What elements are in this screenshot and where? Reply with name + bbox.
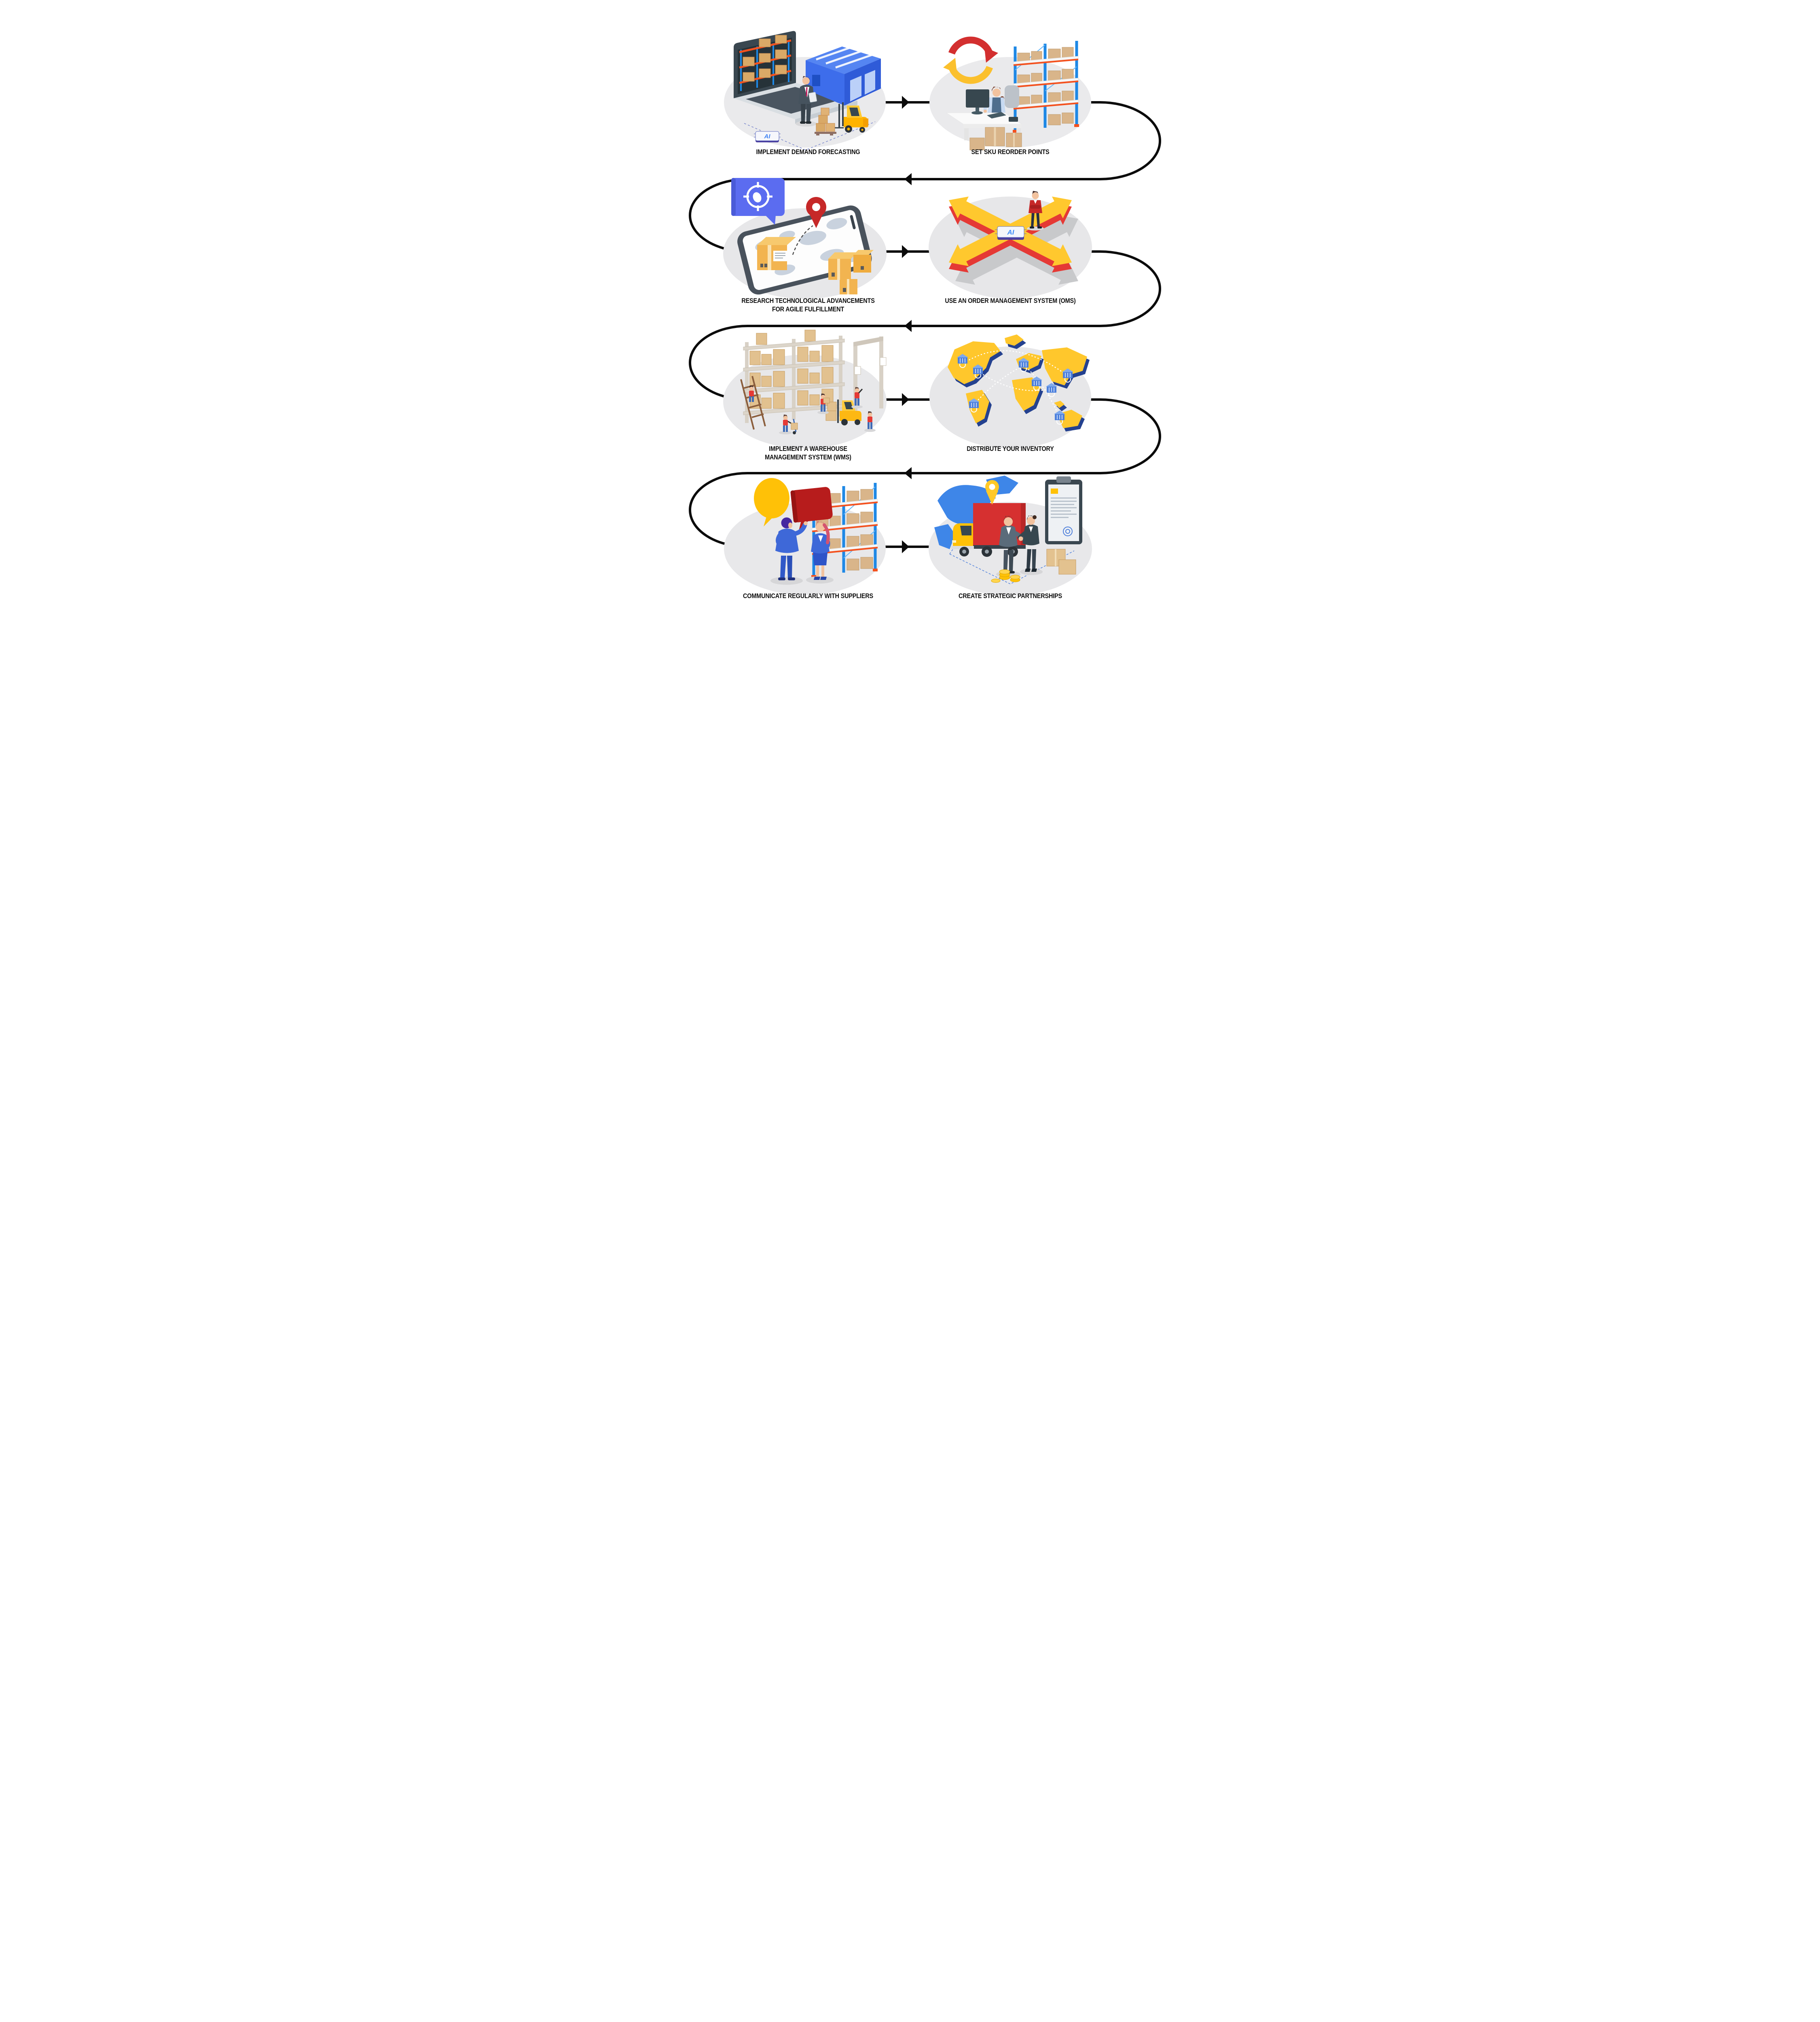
connector-line [689, 101, 1161, 548]
route-lines [963, 350, 1068, 417]
svg-text:AI: AI [764, 133, 771, 140]
arrow-left-icon [904, 467, 912, 479]
step-4-label: USE AN ORDER MANAGEMENT SYSTEM (OMS) [945, 297, 1076, 305]
foreground-boxes [969, 127, 1022, 150]
pallet-boxes [815, 108, 836, 135]
warehouse-racks [743, 330, 845, 423]
step-5-label: IMPLEMENT A WAREHOUSE MANAGEMENT SYSTEM … [765, 445, 851, 461]
step-2-illustration [925, 21, 1095, 155]
step-6-illustration [925, 319, 1095, 452]
location-pin-icon [806, 197, 826, 228]
forklift [834, 102, 868, 133]
dashed-route [792, 225, 813, 255]
flow-connector-path [689, 96, 1161, 553]
supplier-man-figure [770, 517, 808, 585]
contract-clipboard [1045, 476, 1082, 544]
warehouse-workers [749, 385, 876, 434]
arrow-left-icon [904, 173, 912, 185]
target-speech-bubble-icon [731, 178, 785, 225]
step-7-label: COMMUNICATE REGULARLY WITH SUPPLIERS [743, 592, 873, 600]
gold-coins [991, 569, 1020, 583]
arrow-right-icon [902, 540, 909, 553]
step-8-illustration [925, 466, 1095, 599]
infographic-canvas: AI [651, 0, 1169, 630]
step-2-label: SET SKU REORDER POINTS [971, 148, 1050, 156]
reorder-cycle-icon [943, 36, 998, 84]
arrow-right-icon [902, 393, 909, 406]
parcel-stack [828, 250, 874, 294]
step-7-illustration [720, 466, 890, 599]
step-8-label: CREATE STRATEGIC PARTNERSHIPS [958, 592, 1062, 600]
gate-frame [853, 336, 887, 414]
forklift [825, 400, 861, 425]
arrow-left-icon [904, 320, 912, 332]
parcel-on-phone [757, 237, 796, 270]
step-1-label: IMPLEMENT DEMAND FORECASTING [756, 148, 860, 156]
supplier-woman-figure [806, 521, 834, 584]
svg-text:AI: AI [1007, 228, 1015, 236]
warehouse-markers [957, 354, 1073, 425]
dashed-outline [949, 519, 1075, 584]
speech-bubble-yellow-icon [754, 478, 789, 527]
step-4-illustration: AI [925, 171, 1095, 304]
step-3-label: RESEARCH TECHNOLOGICAL ADVANCEMENTS FOR … [741, 297, 875, 313]
step-6-label: DISTRIBUTE YOUR INVENTORY [967, 445, 1054, 453]
step-3-illustration [720, 171, 890, 304]
step-1-illustration: AI [720, 21, 890, 155]
manager-figure [1027, 191, 1044, 231]
warehouse-building [806, 45, 881, 106]
step-5-illustration [720, 319, 890, 452]
businessman-figure [796, 76, 817, 127]
cargo-boxes [1046, 549, 1076, 575]
location-pin-icon [985, 480, 999, 505]
ai-chip-icon: AI [754, 131, 781, 142]
arrow-right-icon [902, 245, 909, 258]
ai-chip-icon: AI [995, 226, 1026, 240]
office-desk-scene [946, 85, 1022, 140]
arrow-right-icon [902, 96, 909, 109]
